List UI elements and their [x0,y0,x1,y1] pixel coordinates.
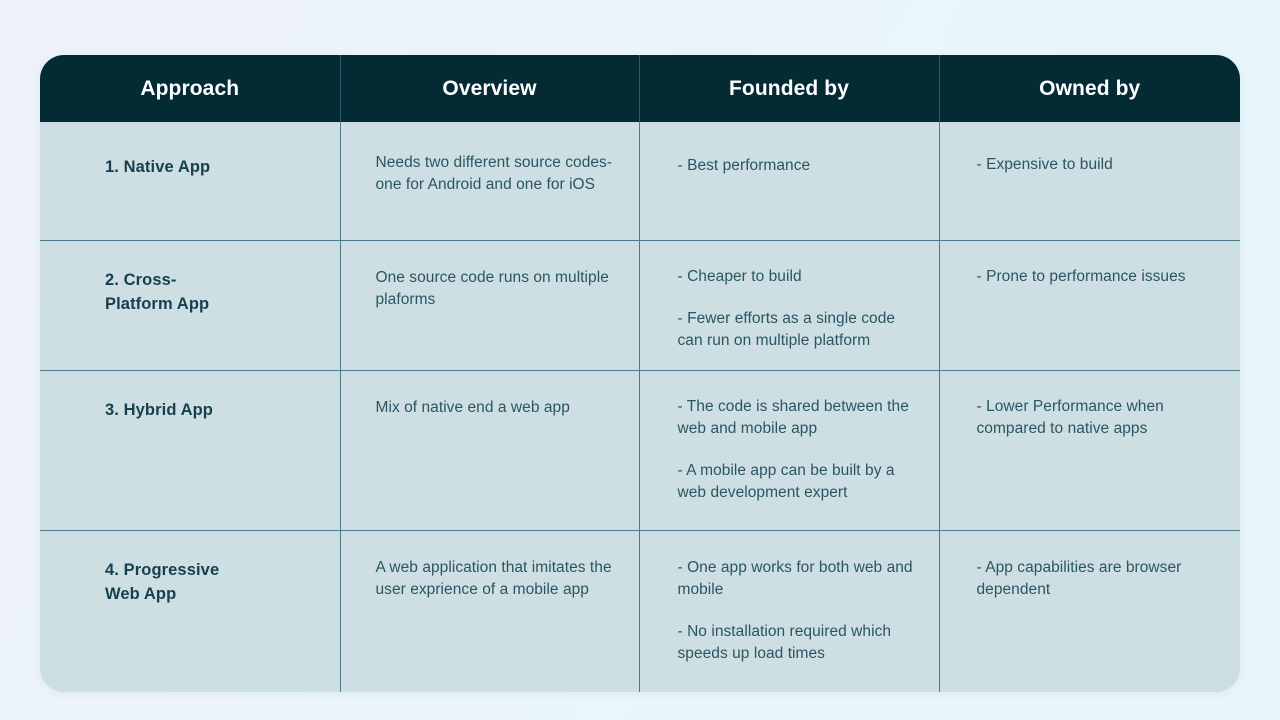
cell-owned-by: - Lower Performance when compared to nat… [939,370,1240,531]
comparison-table-container: Approach Overview Founded by Owned by 1.… [40,55,1240,692]
cell-owned-by: - Prone to performance issues [939,240,1240,371]
cell-approach: 3. Hybrid App [40,370,341,531]
approach-label: 3. Hybrid App [105,400,213,419]
owned-point: - Prone to performance issues [976,267,1186,285]
comparison-table: Approach Overview Founded by Owned by 1.… [40,55,1240,692]
cell-owned-by: - App capabilities are browser dependent [939,530,1240,692]
cell-approach: 1. Native App [40,122,341,241]
cell-founded-by: - Best performance [639,122,940,241]
table-row: 3. Hybrid App Mix of native end a web ap… [40,370,1240,531]
cell-overview: A web application that imitates the user… [340,530,640,692]
cell-overview: Mix of native end a web app [340,370,640,531]
cell-approach: 2. Cross- Platform App [40,240,341,371]
overview-text: Mix of native end a web app [375,398,570,416]
column-header-overview: Overview [340,55,640,122]
owned-point: - App capabilities are browser dependent [976,558,1182,598]
founded-point: - Fewer efforts as a single code can run… [677,309,896,349]
overview-text: A web application that imitates the user… [375,558,612,598]
approach-label: 1. Native App [105,158,211,176]
column-header-approach: Approach [40,55,341,122]
overview-text: Needs two different source codes-one for… [375,154,613,194]
cell-founded-by: - One app works for both web and mobile … [639,530,940,692]
founded-point: - A mobile app can be built by a web dev… [677,461,895,501]
cell-founded-by: - Cheaper to build - Fewer efforts as a … [639,240,940,371]
table-body: 1. Native App Needs two different source… [40,122,1240,692]
column-header-owned-by: Owned by [939,55,1240,122]
founded-point: - Cheaper to build [677,267,802,285]
table-header: Approach Overview Founded by Owned by [40,55,1240,122]
cell-approach: 4. Progressive Web App [40,530,341,692]
table-row: 2. Cross- Platform App One source code r… [40,240,1240,371]
cell-founded-by: - The code is shared between the web and… [639,370,940,531]
overview-text: One source code runs on multiple plaform… [375,268,609,308]
approach-label: 2. Cross- Platform App [105,270,210,313]
column-header-founded-by: Founded by [639,55,940,122]
header-row: Approach Overview Founded by Owned by [40,55,1240,122]
table-row: 1. Native App Needs two different source… [40,122,1240,241]
owned-point: - Expensive to build [976,156,1113,173]
founded-point: - The code is shared between the web and… [677,397,909,437]
cell-overview: Needs two different source codes-one for… [340,122,640,241]
founded-point: - Best performance [677,157,811,174]
founded-point: - No installation required which speeds … [677,622,892,662]
founded-point: - One app works for both web and mobile [677,558,913,598]
owned-point: - Lower Performance when compared to nat… [976,397,1164,437]
table-row: 4. Progressive Web App A web application… [40,530,1240,692]
cell-owned-by: - Expensive to build [939,122,1240,241]
cell-overview: One source code runs on multiple plaform… [340,240,640,371]
approach-label: 4. Progressive Web App [105,560,220,603]
